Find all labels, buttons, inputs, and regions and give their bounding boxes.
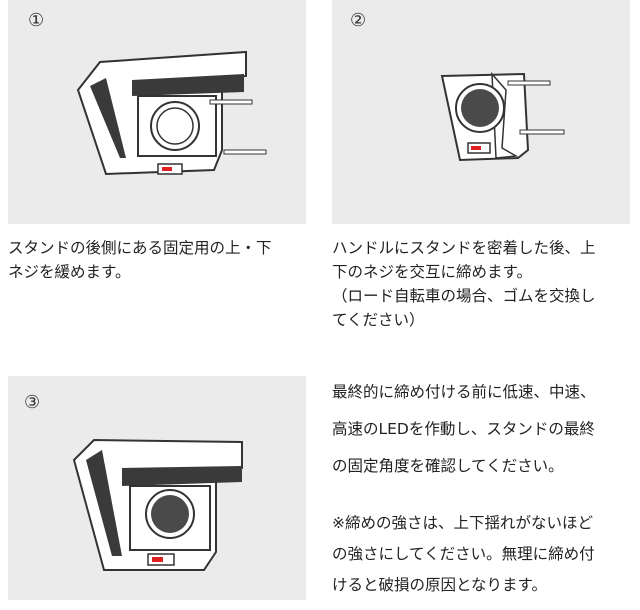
- step-3-number: ③: [24, 392, 41, 413]
- lower-screw: [223, 149, 267, 155]
- step-2-instruction: ハンドルにスタンドを密着した後、上 下のネジを交互に締めます。 （ロード自転車の…: [332, 239, 596, 329]
- top-rubber-pad: [122, 466, 242, 486]
- left-rubber-pad: [86, 450, 122, 556]
- clamp-ring-inner: [156, 107, 194, 145]
- step-3-illustration-panel: ③: [8, 376, 306, 600]
- step-3-instruction: 最終的に締め付ける前に低速、中速、 高速のLEDを作動し、スタンドの最終 の固定…: [332, 383, 596, 475]
- step-2-number: ②: [350, 10, 367, 31]
- handlebar: [461, 89, 499, 127]
- top-rubber-pad: [132, 74, 244, 96]
- step-1-instruction: スタンドの後側にある固定用の上・下 ネジを緩めます。: [8, 239, 272, 281]
- step-1-number: ①: [28, 10, 45, 31]
- step-1-illustration-panel: ①: [8, 0, 306, 224]
- stand-tightened-illustration: [440, 71, 565, 162]
- stand-loosened-illustration: [76, 50, 267, 176]
- stand-final-illustration: [72, 438, 243, 571]
- led-light: [162, 167, 172, 171]
- upper-screw: [507, 80, 551, 86]
- caution-note: ※締めの強さは、上下揺れがないほど の強さにしてください。無理に締め付 けると破…: [332, 514, 595, 594]
- lower-screw: [519, 129, 565, 135]
- upper-screw: [209, 99, 253, 105]
- led-light: [471, 146, 481, 150]
- left-rubber-pad: [90, 78, 126, 158]
- handlebar: [151, 495, 189, 533]
- step-2-illustration-panel: ②: [332, 0, 630, 224]
- led-light: [152, 557, 163, 562]
